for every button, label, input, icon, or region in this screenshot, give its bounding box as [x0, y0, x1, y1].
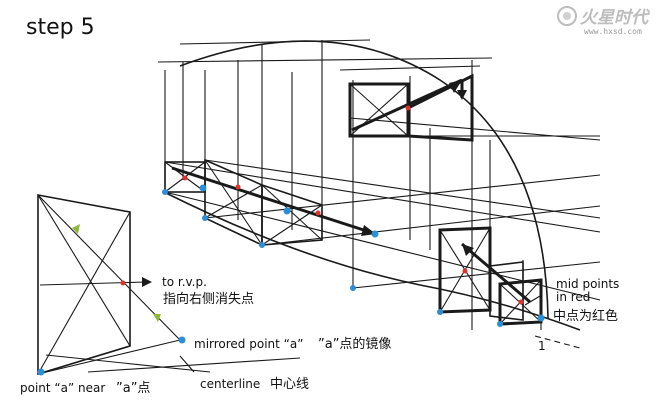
- recede-diag-2: [261, 205, 601, 246]
- arrow-head-3-icon: [457, 90, 467, 100]
- small-mark: 1: [538, 339, 546, 353]
- top-line-3: [339, 65, 481, 71]
- centerline-leader: [179, 355, 195, 373]
- mid-points-label-cn: 中点为红色: [553, 308, 618, 324]
- centerline-label-cn: 中心线: [270, 377, 309, 392]
- top-line-1: [157, 57, 493, 63]
- arrow-line-1: [171, 166, 377, 236]
- watermark-logo-icon: [557, 6, 577, 26]
- bottom-curve: [163, 191, 581, 331]
- arrow-line-3: [461, 242, 531, 304]
- step-title: step 5: [26, 15, 95, 40]
- recede-diag-1: [204, 174, 601, 219]
- mid-points-label-2: in red: [556, 290, 590, 304]
- green-arrow-1-icon: [72, 224, 80, 234]
- point-a-label: point “a” near: [20, 381, 105, 395]
- to-rvp-label-cn: 指向右侧消失点: [163, 291, 254, 307]
- centerline-line: [45, 354, 211, 373]
- end-dash-line: [534, 335, 581, 349]
- top-curve: [179, 40, 549, 319]
- to-rvp-arrow-icon: [142, 277, 152, 287]
- inset-bottom-to-mirror: [37, 339, 181, 375]
- midpoint-leader: [524, 295, 541, 306]
- watermark-url: www.hxsd.com: [584, 27, 642, 36]
- mirrored-point-dot: [178, 336, 186, 344]
- recede-diag-3: [352, 261, 601, 289]
- main-construction: 1: [157, 39, 601, 353]
- green-arrow-2-icon: [153, 314, 161, 322]
- watermark-logo-core-icon: [563, 12, 571, 20]
- recede-mid-2: [204, 159, 601, 219]
- arrow-head-2-icon: [449, 80, 462, 93]
- centerline-line-2: [87, 357, 301, 373]
- inset-midpoint-dot: [120, 280, 126, 286]
- watermark: 火星时代 www.hxsd.com: [557, 6, 651, 36]
- mid-points-label-1: mid points: [556, 277, 619, 291]
- mirrored-point-label-cn: ”a”点的镜像: [318, 336, 391, 352]
- inset-horizontal: [39, 281, 147, 286]
- to-rvp-label: to r.v.p.: [162, 275, 207, 289]
- mirrored-point-label: mirrored point “a”: [194, 337, 303, 351]
- watermark-brand: 火星时代: [580, 8, 651, 28]
- arrow-line-2: [351, 78, 463, 132]
- point-a-label-cn: ”a”点: [116, 381, 150, 396]
- arrow-head-4-icon: [462, 244, 474, 256]
- left-inset: [37, 194, 301, 376]
- lower-box-side: [489, 261, 524, 321]
- point-a-dot: [37, 368, 45, 376]
- centerline-label: centerline: [200, 377, 260, 391]
